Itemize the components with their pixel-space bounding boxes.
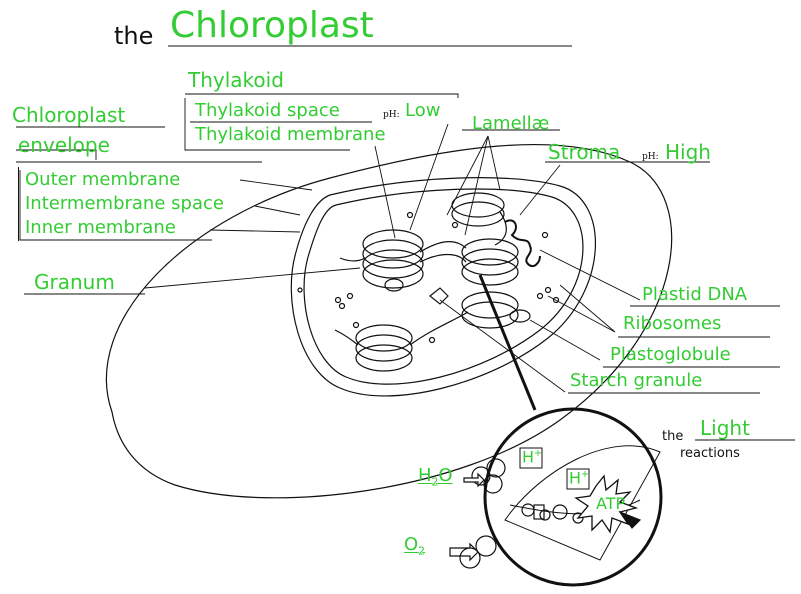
light-reactions-suffix: reactions <box>680 446 740 461</box>
thylakoid-membrane-label: Thylakoid membrane <box>195 124 386 145</box>
inset-circle <box>483 407 663 587</box>
stroma-label: Stroma <box>548 140 621 164</box>
thylakoid-space-label: Thylakoid space <box>195 100 340 121</box>
inner-membrane-shape <box>303 188 584 385</box>
stroma-ph-value: High <box>665 140 711 164</box>
plastoglobule-label: Plastoglobule <box>610 344 731 365</box>
atp-label: ATP <box>596 494 626 513</box>
oxygen-label: O2 <box>404 534 426 558</box>
ribosomes-label: Ribosomes <box>623 313 722 334</box>
inset-h-plus-2: H+ <box>569 468 590 488</box>
granum-stack-3 <box>461 238 519 286</box>
starch-granule-label: Starch granule <box>570 370 703 391</box>
envelope-bracket <box>18 167 21 241</box>
atp-burst <box>574 474 639 534</box>
thylakoid-ph-value: Low <box>405 100 441 121</box>
lamellae-label: Lamellæ <box>472 113 550 134</box>
granum-stack-2 <box>451 192 505 227</box>
thylakoid-heading: Thylakoid <box>188 68 284 92</box>
granum-label: Granum <box>34 270 115 294</box>
intermembrane-space-label: Intermembrane space <box>25 193 224 214</box>
title-main: Chloroplast <box>170 5 374 46</box>
envelope-heading-line1: Chloroplast <box>12 103 126 127</box>
thylakoid-ph-label: pH: <box>383 110 400 120</box>
water-label: H2O <box>418 465 453 489</box>
light-reactions-word: Light <box>700 416 750 440</box>
leader-lines <box>16 45 795 441</box>
stroma-ph-label: pH: <box>642 152 659 162</box>
cell-outline <box>105 143 673 499</box>
outer-membrane-shape <box>290 177 597 397</box>
plastid-dna-shape <box>504 219 541 268</box>
electron-chain <box>521 503 584 524</box>
light-reactions-prefix: the <box>662 429 684 444</box>
envelope-heading-line2: envelope <box>18 133 110 157</box>
granum-stack-4 <box>355 324 413 372</box>
inner-membrane-label: Inner membrane <box>25 217 176 238</box>
plastid-dna-label: Plastid DNA <box>642 284 748 305</box>
inset-h-plus-1: H+ <box>522 447 543 467</box>
outer-membrane-label: Outer membrane <box>25 169 181 190</box>
title-prefix: the <box>114 22 154 50</box>
